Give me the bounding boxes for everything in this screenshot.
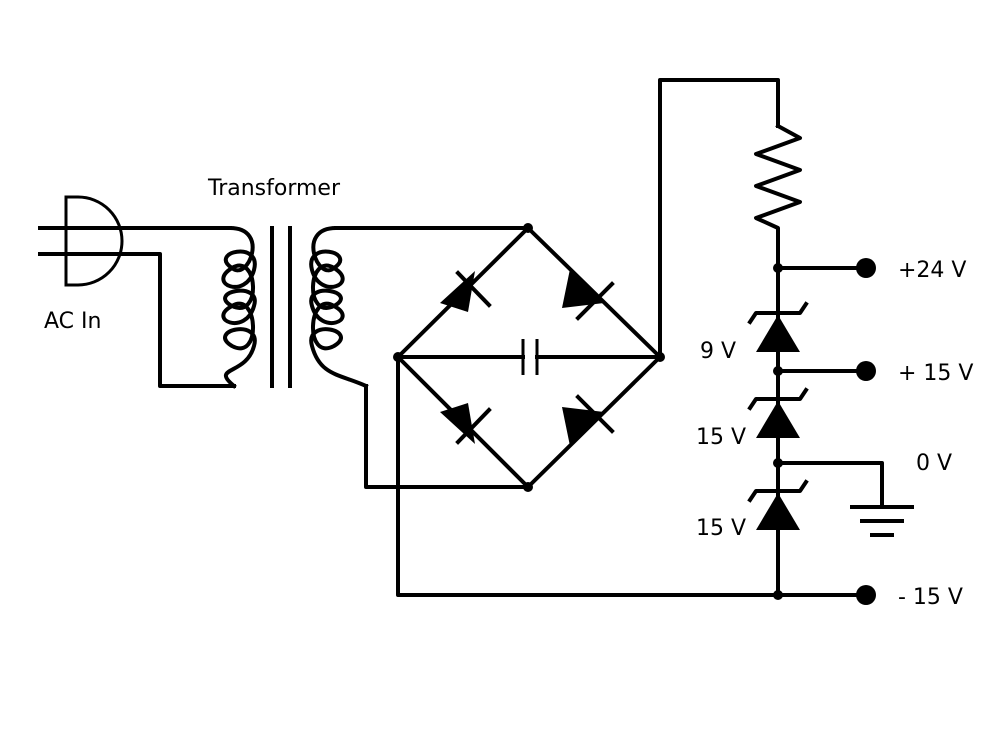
diode-lower-left-icon — [440, 403, 492, 445]
ground-icon — [850, 505, 914, 537]
primary-wire — [110, 226, 236, 388]
output-24v-label: +24 V — [898, 258, 966, 283]
capacitor-icon — [396, 339, 662, 375]
secondary-wire — [334, 226, 530, 489]
zener-15v-upper-icon — [747, 387, 809, 438]
resistor-icon — [754, 123, 802, 270]
zener-9v-label: 9 V — [700, 339, 736, 364]
terminal-neg15v — [856, 585, 876, 605]
positive-rail — [658, 78, 780, 359]
output-0v-label: 0 V — [916, 451, 952, 476]
diode-upper-right-icon — [562, 269, 615, 321]
secondary-coil-icon — [309, 225, 369, 389]
output-15v-label: + 15 V — [898, 361, 973, 386]
output-neg15v-label: - 15 V — [898, 585, 963, 610]
transformer-label: Transformer — [207, 176, 341, 201]
zener-15v-upper-label: 15 V — [696, 425, 746, 450]
terminal-15v — [856, 361, 876, 381]
primary-coil-icon — [221, 225, 257, 389]
zener-9v-icon — [747, 301, 809, 352]
terminal-24v — [856, 258, 876, 278]
transformer-core-icon — [270, 226, 292, 388]
diode-lower-right-icon — [562, 394, 615, 446]
junction-dots — [393, 223, 783, 600]
negative-rail — [396, 355, 868, 597]
diode-upper-left-icon — [440, 270, 492, 312]
ac-plug-icon — [38, 195, 124, 287]
zener-15v-lower-icon — [747, 479, 809, 530]
ac-in-label: AC In — [44, 309, 101, 334]
zener-15v-lower-label: 15 V — [696, 516, 746, 541]
